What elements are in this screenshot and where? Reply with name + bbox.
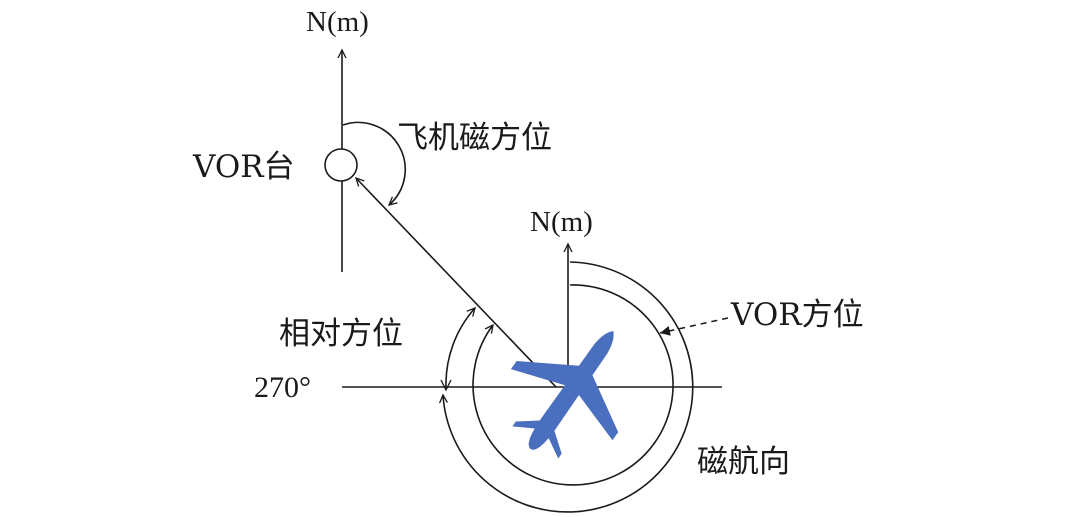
vor-bearing-arc	[443, 261, 694, 513]
airplane-icon	[510, 331, 619, 459]
aircraft-to-vor-line	[356, 178, 557, 388]
relative-bearing-arc	[445, 308, 475, 389]
aircraft-magnetic-bearing-arc	[342, 121, 407, 205]
north-label-vor: N(m)	[306, 6, 369, 38]
north-label-aircraft: N(m)	[530, 206, 593, 238]
relative-bearing-arrow-start	[440, 379, 452, 392]
relative-bearing-label: 相对方位	[279, 316, 403, 352]
aircraft-magnetic-bearing-label: 飞机磁方位	[397, 120, 552, 156]
magnetic-heading-arc	[472, 284, 674, 486]
vor-station-icon	[324, 148, 358, 182]
vor-bearing-label: VOR方位	[731, 297, 864, 333]
vor-station-label: VOR台	[193, 149, 295, 185]
vor-bearing-leader	[659, 317, 729, 336]
magnetic-heading-label: 磁航向	[697, 444, 790, 480]
degree-270-label: 270°	[254, 371, 311, 404]
